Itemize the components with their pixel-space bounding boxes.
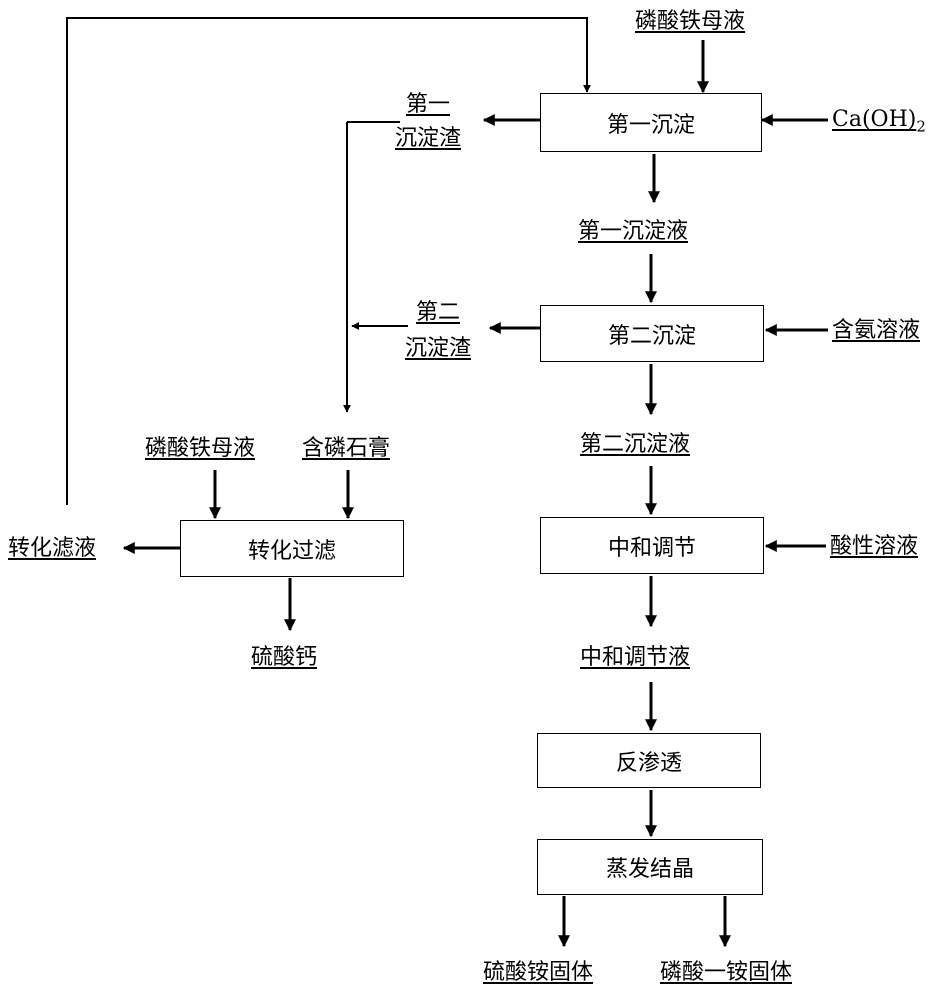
ammonium-sulfate-solid-label: 硫酸铵固体 (483, 960, 594, 985)
phosphogypsum-label: 含磷石膏 (302, 436, 391, 461)
feed-left-label: 磷酸铁母液 (145, 436, 256, 461)
first-residue-line1: 第一 (406, 92, 451, 117)
neutral-liquid-label: 中和调节液 (580, 645, 691, 670)
neutralize-box: 中和调节 (540, 517, 764, 574)
transform-filtrate-label: 转化滤液 (8, 536, 97, 561)
reverse-osmosis-box: 反渗透 (537, 733, 761, 788)
first-residue-line2: 沉淀渣 (395, 126, 462, 151)
calcium-sulfate-label: 硫酸钙 (251, 645, 318, 670)
second-residue-line1: 第二 (416, 300, 461, 325)
transform-filter-box: 转化过滤 (180, 520, 404, 577)
first-liquid-label: 第一沉淀液 (578, 219, 689, 244)
second-residue-label: 第二 沉淀渣 (405, 300, 471, 362)
feed-top-label: 磷酸铁母液 (635, 9, 746, 34)
monoammonium-phosphate-solid-label: 磷酸一铵固体 (660, 960, 793, 985)
arrow-recycle-filtrate (66, 17, 591, 505)
second-liquid-label: 第二沉淀液 (580, 432, 691, 457)
first-precipitation-box: 第一沉淀 (540, 93, 762, 152)
ammonia-solution-label: 含氨溶液 (832, 318, 921, 343)
caoh2-subscript: 2 (916, 117, 926, 136)
caoh2-main: Ca(OH) (832, 107, 917, 132)
acid-solution-label: 酸性溶液 (830, 534, 919, 559)
second-precipitation-box: 第二沉淀 (540, 305, 764, 362)
second-residue-line2: 沉淀渣 (405, 336, 472, 361)
caoh2-label: Ca(OH)2 (832, 107, 926, 139)
evaporate-crystallize-box: 蒸发结晶 (537, 839, 763, 895)
first-residue-label: 第一 沉淀渣 (395, 92, 461, 152)
